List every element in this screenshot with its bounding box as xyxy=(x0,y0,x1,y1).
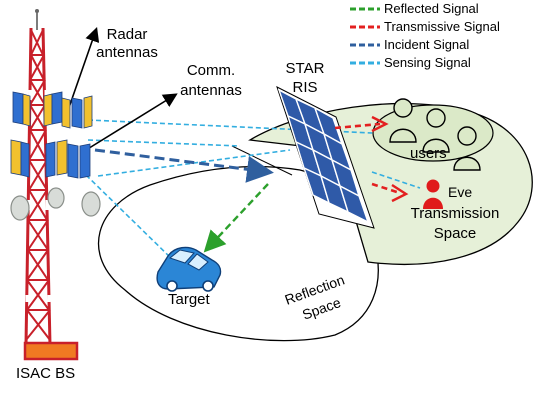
legend-label-incident: Incident Signal xyxy=(384,37,470,52)
comm-antennas-line1: Comm. xyxy=(186,62,236,79)
legend-swatch-sensing xyxy=(350,61,380,65)
transmission-space-line2: Space xyxy=(433,225,477,242)
legend-label-sensing: Sensing Signal xyxy=(384,55,471,70)
user-icon xyxy=(422,108,450,153)
transmissive-signal-arrows xyxy=(334,115,409,203)
star-ris-panel xyxy=(276,86,375,229)
users-zone xyxy=(372,104,494,162)
legend-label-reflected: Reflected Signal xyxy=(384,1,479,16)
radar-pointer-arrow xyxy=(65,26,100,117)
eve-label: Eve xyxy=(448,184,473,200)
legend-swatch-reflected xyxy=(350,7,380,11)
user-icon xyxy=(389,98,417,143)
users-label: users xyxy=(410,145,447,162)
legend-swatch-transmissive xyxy=(350,25,380,29)
legend-item-sensing: Sensing Signal xyxy=(350,55,471,71)
eve-icon xyxy=(423,179,443,209)
legend-item-incident: Incident Signal xyxy=(350,37,469,53)
target-label: Target xyxy=(168,291,210,308)
legend-label-transmissive: Transmissive Signal xyxy=(384,19,500,34)
reflected-signal-arrow xyxy=(203,183,269,253)
star-ris-line1: STAR xyxy=(285,60,325,77)
transmission-space-label: Transmission Space xyxy=(400,204,510,244)
legend-item-transmissive: Transmissive Signal xyxy=(350,19,500,35)
legend-swatch-incident xyxy=(350,43,380,47)
comm-antennas-line2: antennas xyxy=(180,82,242,99)
user-icon-group xyxy=(389,98,481,171)
legend-item-reflected: Reflected Signal xyxy=(350,1,479,17)
star-ris-label: STAR RIS xyxy=(280,59,330,97)
comm-pointer-arrow xyxy=(85,93,178,151)
isac-bs-label: ISAC BS xyxy=(16,365,76,382)
radar-antennas-label: Radar antennas xyxy=(92,26,162,62)
reflection-space-area xyxy=(97,165,379,342)
user-icon xyxy=(453,126,481,171)
star-ris-line2: RIS xyxy=(292,79,318,96)
transmission-space-line1: Transmission xyxy=(410,205,500,222)
radar-antennas-line2: antennas xyxy=(96,44,158,61)
target-car-icon xyxy=(156,246,222,292)
radar-antennas-line1: Radar xyxy=(106,26,148,43)
comm-antennas-label: Comm. antennas xyxy=(171,61,251,101)
isac-bs-tower xyxy=(10,9,101,361)
